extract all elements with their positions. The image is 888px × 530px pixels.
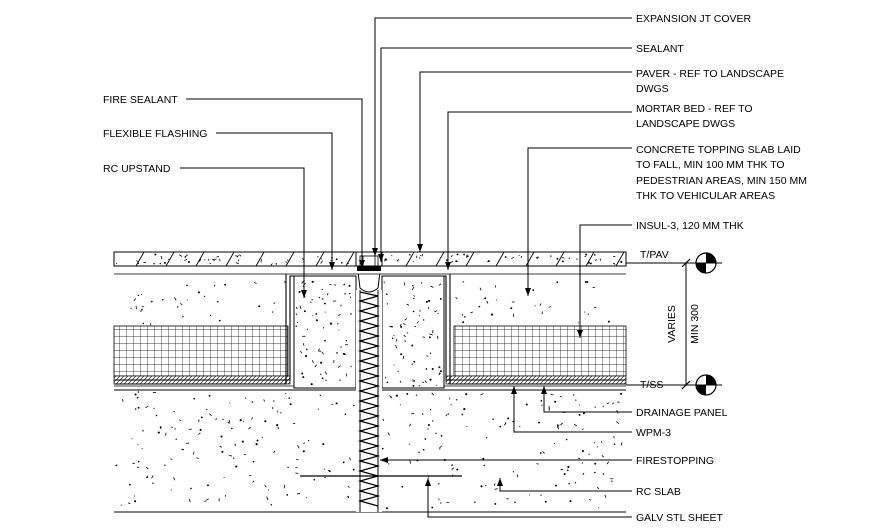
paver-joints bbox=[135, 251, 625, 267]
fire-sealant bbox=[357, 271, 381, 293]
label-sealant: SEALANT bbox=[636, 43, 684, 55]
upstand-concrete-hatch bbox=[295, 280, 442, 387]
label-galv-stl-sheet: GALV STL SHEET bbox=[636, 512, 724, 524]
label-topping-line-4: THK TO VEHICULAR AREAS bbox=[636, 190, 775, 202]
label-wpm: WPM-3 bbox=[636, 427, 671, 439]
leader-lines bbox=[180, 17, 700, 518]
label-paver-line-1: PAVER - REF TO LANDSCAPE bbox=[636, 68, 784, 80]
label-mortar-line-1: MORTAR BED - REF TO bbox=[636, 103, 752, 115]
label-topping-line-1: CONCRETE TOPPING SLAB LAID bbox=[636, 144, 801, 156]
label-t-pav: T/PAV bbox=[640, 249, 669, 261]
topping-concrete-hatch bbox=[130, 280, 610, 326]
label-t-ss: T/SS bbox=[640, 379, 663, 391]
label-fire-sealant: FIRE SEALANT bbox=[103, 94, 178, 106]
label-rc-upstand: RC UPSTAND bbox=[103, 163, 171, 175]
label-mortar-line-2: LANDSCAPE DWGS bbox=[636, 118, 735, 130]
level-marker-icon bbox=[692, 374, 722, 396]
rc-upstand bbox=[293, 275, 445, 389]
rc-slab-concrete-hatch bbox=[115, 391, 623, 510]
label-topping-line-3: PEDESTRIAN AREAS, MIN 150 MM bbox=[636, 175, 807, 187]
label-flexible-flashing: FLEXIBLE FLASHING bbox=[103, 128, 207, 140]
left-labels: FIRE SEALANT FLEXIBLE FLASHING RC UPSTAN… bbox=[103, 94, 207, 175]
label-paver-line-2: DWGS bbox=[636, 83, 669, 95]
dimension-varies-label: VARIES bbox=[666, 305, 678, 343]
level-marker-icon bbox=[692, 252, 722, 274]
dimension-min-label: MIN 300 bbox=[689, 304, 701, 344]
insulation-layer bbox=[113, 325, 627, 377]
right-labels: EXPANSION JT COVER SEALANT PAVER - REF T… bbox=[636, 13, 807, 524]
label-expansion-jt-cover: EXPANSION JT COVER bbox=[636, 13, 752, 25]
label-drainage-panel: DRAINAGE PANEL bbox=[636, 407, 728, 419]
label-topping-line-2: TO FALL, MIN 100 MM THK TO bbox=[636, 159, 785, 171]
label-firestopping: FIRESTOPPING bbox=[636, 455, 714, 467]
leader-arrowheads bbox=[301, 244, 583, 486]
concrete-topping-slab bbox=[114, 276, 626, 326]
paver-hatch bbox=[116, 253, 623, 266]
label-insul: INSUL-3, 120 MM THK bbox=[636, 220, 744, 232]
firestopping bbox=[356, 290, 382, 512]
label-rc-slab: RC SLAB bbox=[636, 486, 681, 498]
level-dimension bbox=[681, 258, 691, 390]
